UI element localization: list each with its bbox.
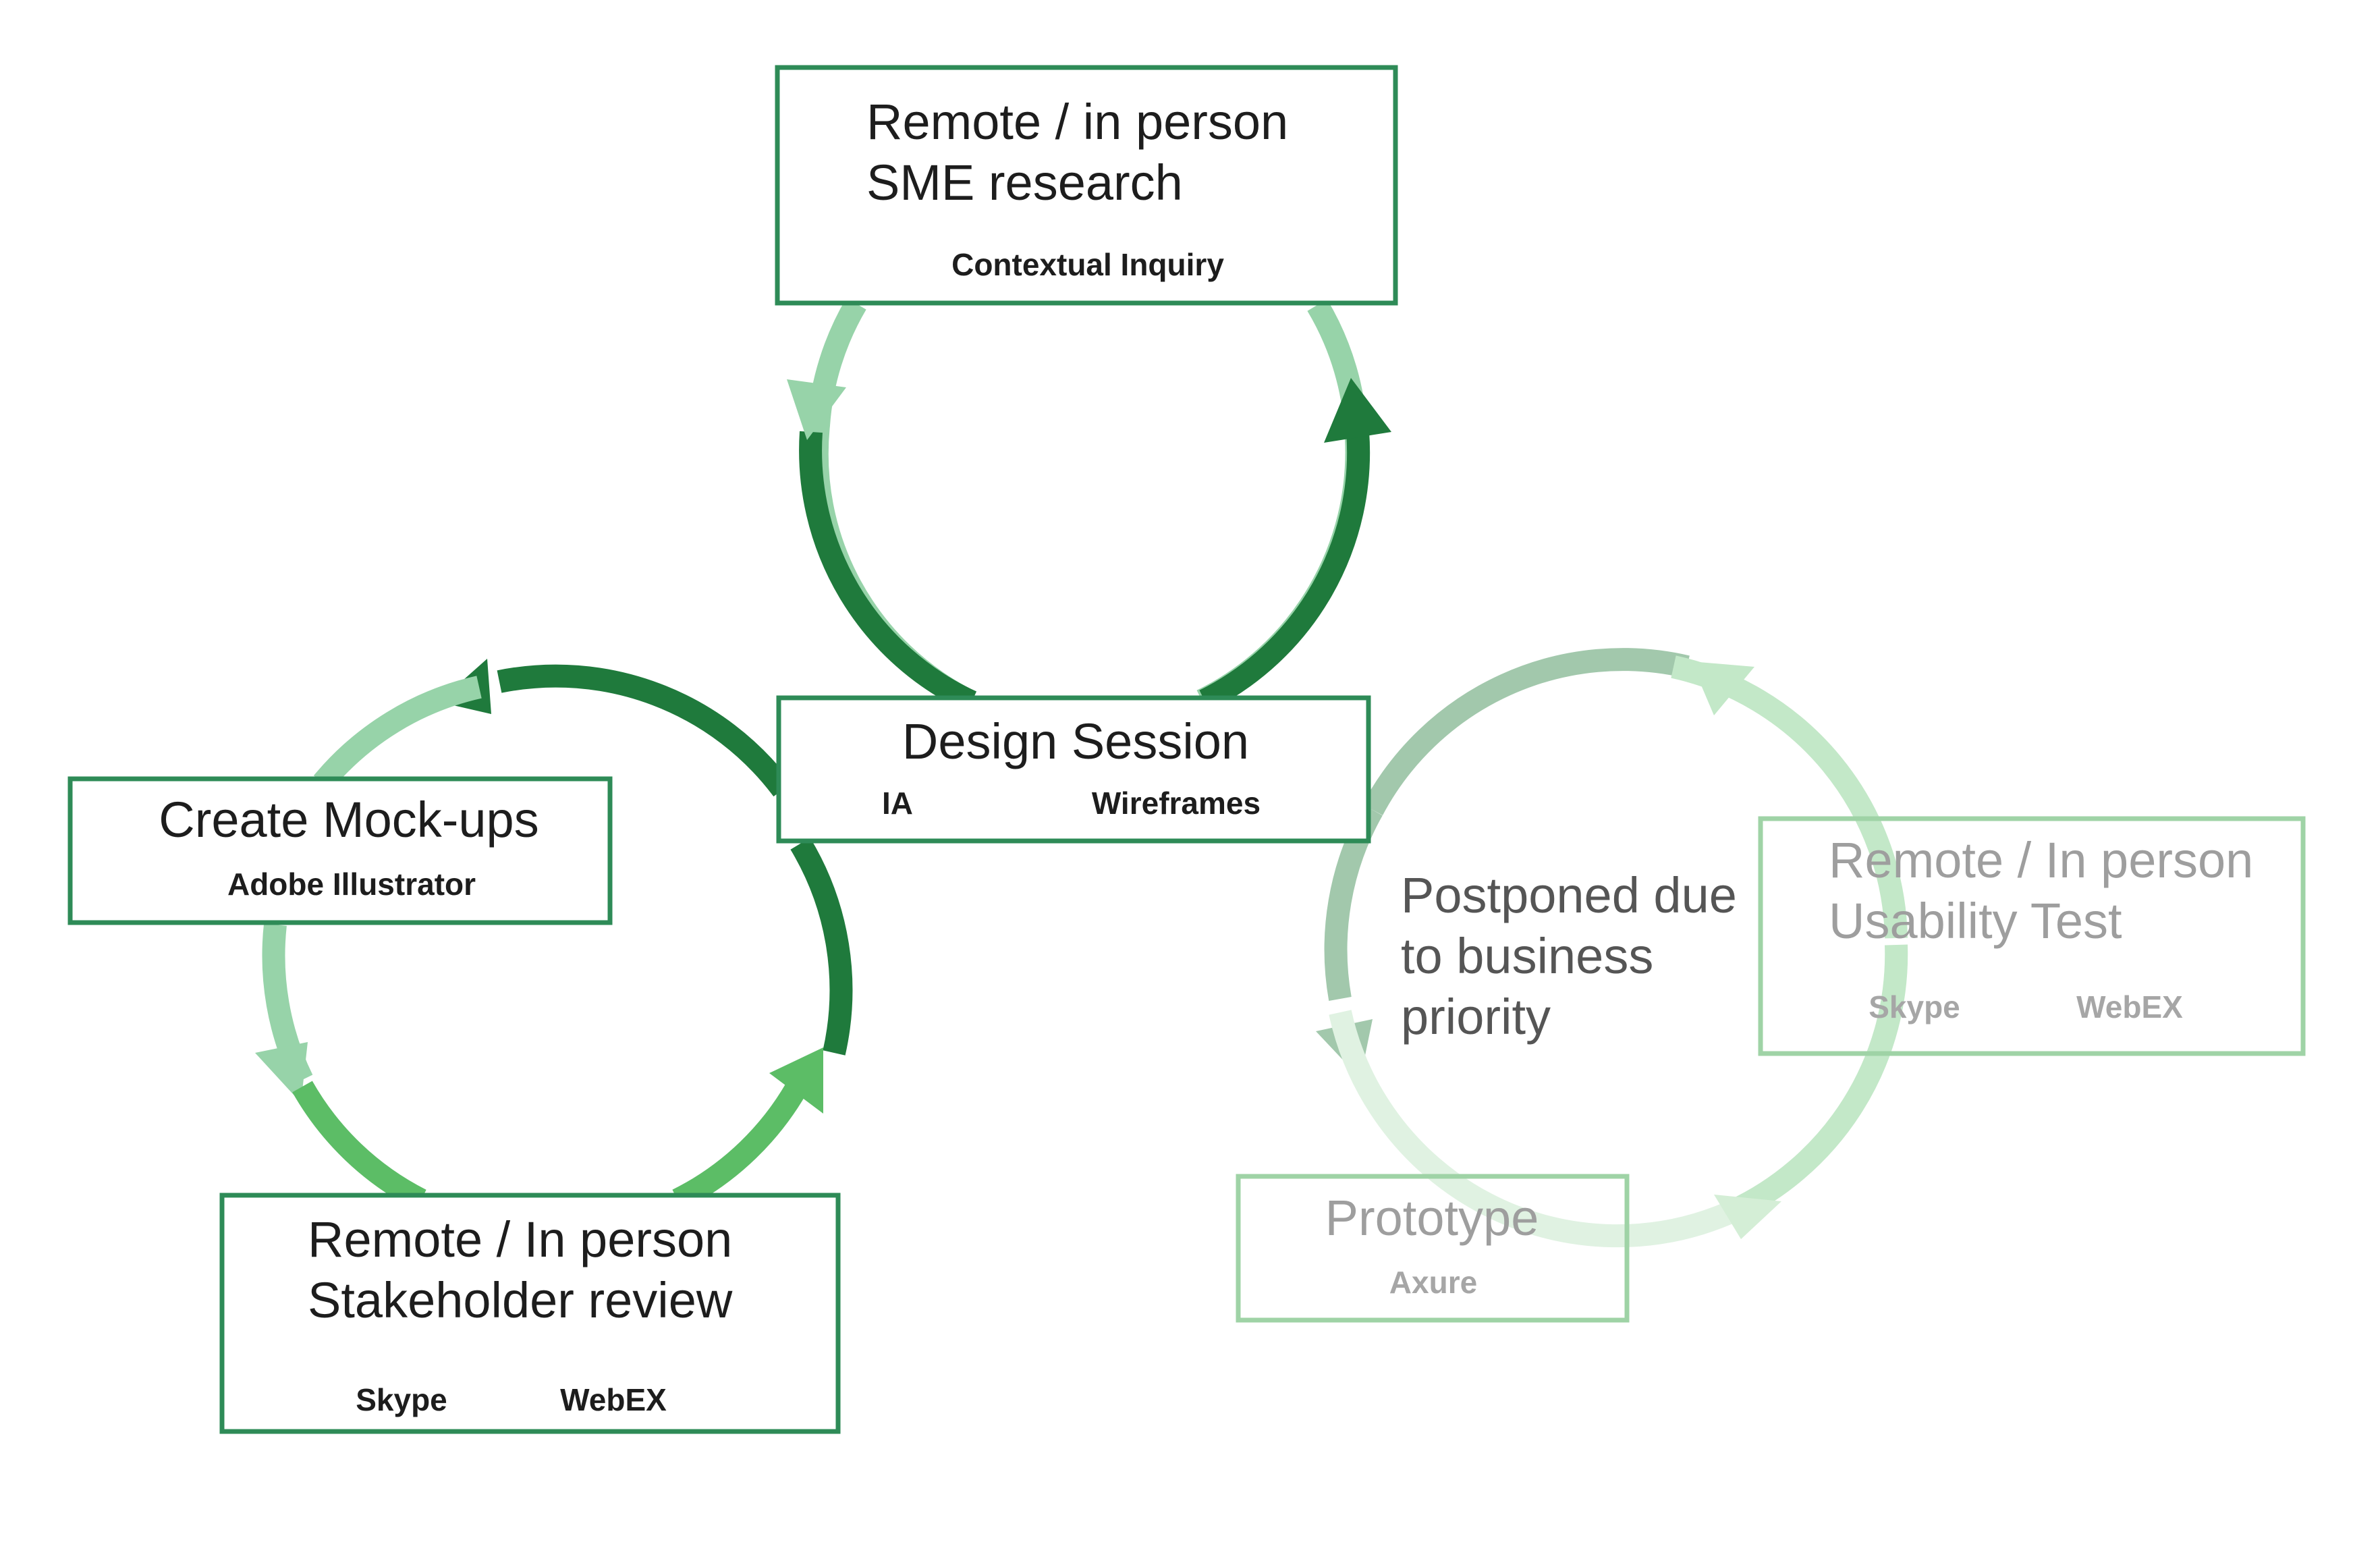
cycle-mockups [255, 659, 853, 1211]
arrowhead-up-right-icon [1324, 378, 1391, 443]
box-stakeholder-tool-2: WebEX [560, 1382, 667, 1417]
box-stakeholder-review: Remote / In person Stakeholder review Sk… [219, 1193, 841, 1434]
arc-palest-bottom [1329, 1010, 1732, 1248]
postponed-note: Postponed due to business priority [1401, 867, 1737, 1045]
box-create-mockups: Create Mock-ups Adobe Illustrator [67, 776, 613, 925]
box-sme-title-line-2: SME research [866, 155, 1183, 211]
cycle-sme-research [787, 298, 1391, 713]
box-usability-title-line-1: Remote / In person [1829, 832, 2253, 888]
box-stakeholder-title-line-1: Remote / In person [308, 1211, 732, 1267]
arrowhead-up-icon [769, 1047, 823, 1114]
arc-design-to-sme-dark [1199, 431, 1371, 711]
box-sme-title-line-1: Remote / in person [866, 94, 1288, 150]
postponed-note-line-1: Postponed due [1401, 867, 1737, 923]
box-usability-test-frame [1758, 816, 2306, 1056]
box-prototype: Prototype Axure [1236, 1174, 1630, 1323]
box-prototype-frame [1236, 1174, 1630, 1323]
box-usability-test: Remote / In person Usability Test Skype … [1758, 816, 2306, 1056]
arc-stakeholder-left [292, 1081, 426, 1211]
box-usability-title-line-2: Usability Test [1829, 893, 2122, 949]
arc-mockups-top [313, 676, 482, 790]
arrowhead-faint-right-icon [1714, 1195, 1781, 1239]
box-stakeholder-title-line-2: Stakeholder review [308, 1272, 733, 1328]
box-design-title: Design Session [902, 713, 1249, 769]
box-design-tool-2: Wireframes [1092, 786, 1261, 821]
arrowhead-faint-left-icon [1691, 661, 1754, 715]
arc-stakeholder-right [672, 1075, 810, 1211]
box-prototype-tool-1: Axure [1389, 1265, 1477, 1300]
arc-sme-to-design-dark [799, 431, 977, 713]
box-stakeholder-tool-1: Skype [356, 1382, 447, 1417]
box-mockups-tool-1: Adobe Illustrator [227, 867, 476, 902]
box-mockups-title: Create Mock-ups [159, 792, 538, 848]
arc-design-down-dark [790, 838, 853, 1056]
box-prototype-title: Prototype [1325, 1190, 1539, 1246]
box-usability-tool-2: WebEX [2076, 989, 2183, 1025]
box-design-tool-1: IA [882, 786, 913, 821]
postponed-note-line-2: to business [1401, 928, 1653, 984]
box-design-session: Design Session IA Wireframes [776, 695, 1371, 844]
postponed-note-line-3: priority [1401, 989, 1551, 1045]
box-sme-research: Remote / in person SME research Contextu… [775, 65, 1398, 306]
box-design-session-frame [776, 695, 1371, 844]
box-stakeholder-review-frame [219, 1193, 841, 1434]
arrowhead-down-icon [255, 1042, 308, 1103]
arrowhead-down-left-icon [787, 379, 846, 440]
box-sme-tool-1: Contextual Inquiry [951, 247, 1224, 282]
box-create-mockups-frame [67, 776, 613, 925]
box-sme-research-frame [775, 65, 1398, 306]
arc-sage-top [1362, 648, 1690, 815]
box-usability-tool-1: Skype [1869, 989, 1960, 1025]
arc-design-to-mockups-dark [497, 664, 792, 797]
arc-pale-right [1723, 944, 1908, 1224]
cycle-postponed [1316, 648, 1908, 1248]
